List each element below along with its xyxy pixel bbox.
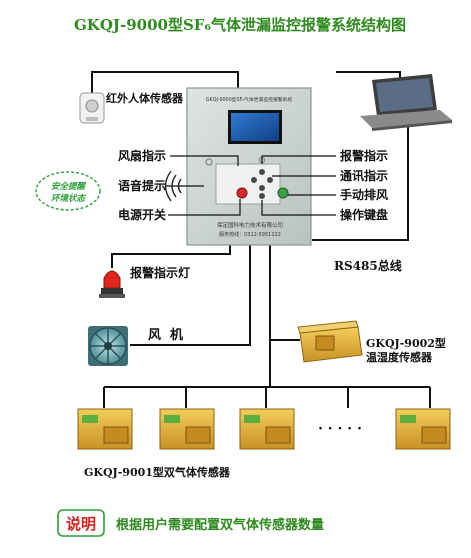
- speaker-waves-icon: [164, 170, 182, 202]
- safety-stamp: 安全提醒 环境状态: [35, 171, 101, 211]
- panel-header: GKQJ-9000型SF₆气体泄漏监控报警系统: [206, 96, 293, 103]
- gas-sensor-1: [77, 408, 133, 450]
- gas-sensor-4: [395, 408, 451, 450]
- wiring: [91, 71, 431, 408]
- manual-fan-button[interactable]: [277, 187, 289, 199]
- label-comm-indicator: 通讯指示: [340, 168, 388, 183]
- note-badge-text: 说明: [66, 515, 96, 533]
- gas-sensor-2: [159, 408, 215, 450]
- note-badge: 说明: [57, 509, 105, 537]
- keypad[interactable]: [251, 169, 273, 199]
- diagram-title: GKQJ-9000型SF₆气体泄漏监控报警系统结构图: [74, 16, 406, 34]
- sensor-ellipsis: · · · · ·: [318, 421, 362, 437]
- label-temp-sensor-model: GKQJ-9002型: [366, 336, 446, 350]
- label-power-switch: 电源开关: [118, 207, 166, 222]
- label-voice-prompt: 语音提示: [118, 178, 166, 193]
- note-text: 根据用户需要配置双气体传感器数量: [116, 517, 324, 533]
- laptop-icon: [360, 74, 452, 131]
- controller-panel: GKQJ-9000型SF₆气体泄漏监控报警系统 保定国科电力技术有限公司 服务热…: [186, 87, 312, 246]
- label-temp-sensor-name: 温湿度传感器: [366, 350, 433, 364]
- infrared-sensor-icon: [79, 92, 105, 124]
- fan-indicator-lamp: [205, 158, 213, 166]
- label-infrared-sensor: 红外人体传感器: [106, 91, 184, 105]
- panel-company: 保定国科电力技术有限公司: [217, 221, 283, 229]
- label-alarm-lamp: 报警指示灯: [130, 265, 190, 280]
- label-fan: 风 机: [148, 327, 183, 343]
- alarm-lamp-icon: [99, 270, 125, 298]
- temp-humidity-sensor-icon: [297, 320, 363, 363]
- gas-sensor-3: [239, 408, 295, 450]
- callout-lines: [165, 155, 336, 216]
- label-rs485-bus: RS485总线: [334, 258, 402, 273]
- power-switch[interactable]: [236, 187, 248, 199]
- label-manual-fan: 手动排风: [340, 187, 388, 202]
- label-fan-indicator: 风扇指示: [118, 148, 166, 163]
- label-alarm-indicator: 报警指示: [340, 148, 388, 163]
- stamp-line-2: 环境状态: [51, 193, 87, 204]
- fan-icon: [88, 326, 128, 366]
- label-gas-sensors: GKQJ-9001型双气体传感器: [84, 465, 231, 479]
- stamp-line-1: 安全提醒: [51, 181, 87, 192]
- label-keyboard: 操作键盘: [340, 207, 388, 222]
- panel-phone: 服务热线：0312-5951122: [219, 231, 281, 238]
